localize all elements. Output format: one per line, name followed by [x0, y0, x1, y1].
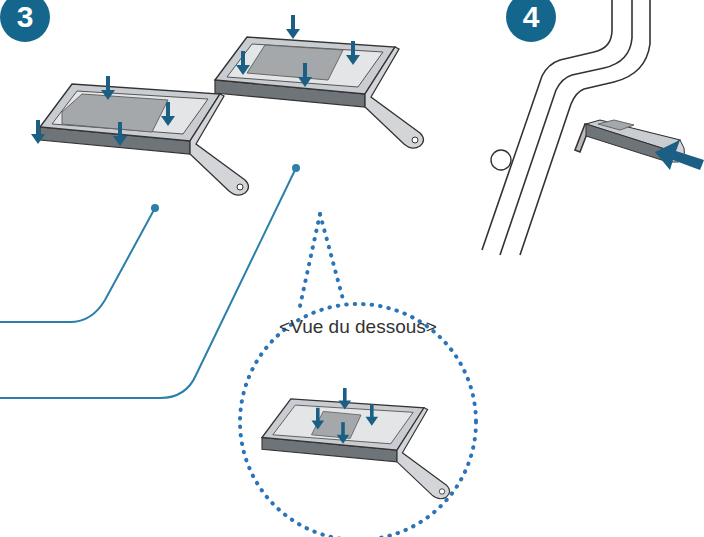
step-number: 3 [17, 2, 34, 32]
leader-line [0, 208, 155, 322]
sim-tray-inserted [586, 120, 704, 170]
leader-line [0, 168, 296, 398]
phone-body [482, 0, 650, 255]
callout-number: 4 [506, 0, 556, 42]
view-label: <Vue du dessous> [238, 316, 478, 338]
detail-bubble: <Vue du dessous> [238, 302, 478, 537]
sim-tray [215, 15, 424, 148]
step-number: 4 [523, 2, 540, 32]
dotted-circle [238, 302, 478, 537]
sim-tray-underside [262, 388, 450, 499]
callout-number: 3 [0, 0, 50, 42]
bubble-tail [300, 214, 344, 306]
sim-tray [31, 76, 249, 195]
